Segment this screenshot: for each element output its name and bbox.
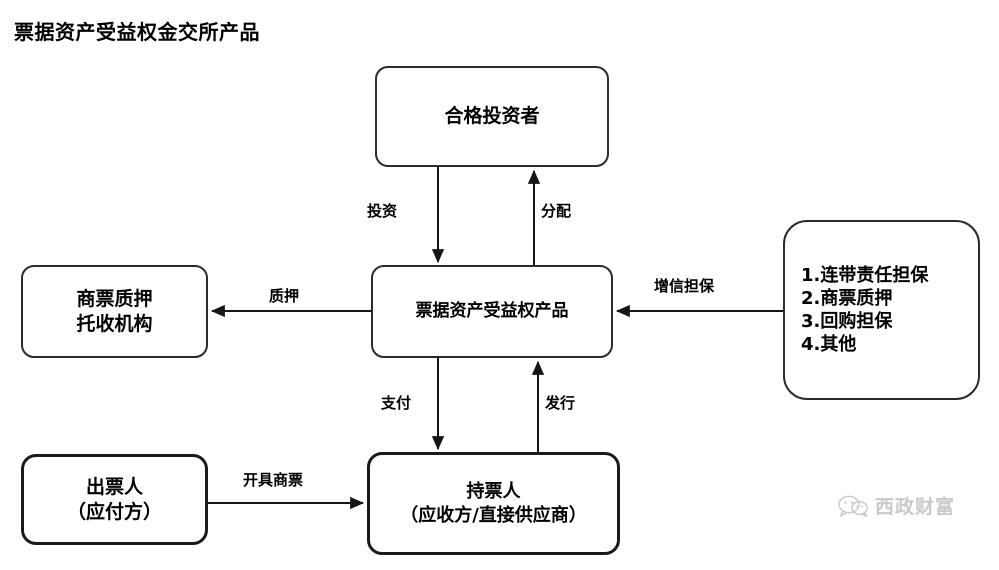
credit-item-2: 2.商票质押 (801, 287, 893, 309)
wechat-bubbles-icon (838, 495, 868, 517)
node-label-line2: （应付方） (66, 500, 162, 523)
node-bill-asset-beneficial-right-product[interactable]: 票据资产受益权产品 (371, 265, 613, 358)
credit-item-1: 1.连带责任担保 (801, 264, 929, 286)
edge-label-draw-bill: 开具商票 (243, 471, 304, 489)
node-bill-drawer[interactable]: 出票人 （应付方） (21, 454, 208, 545)
node-label-line1: 商票质押 (76, 288, 153, 311)
watermark: 西政财富 (838, 492, 955, 519)
node-label-line1: 出票人 (85, 476, 143, 499)
watermark-text: 西政财富 (875, 496, 956, 518)
edge-label-distribute: 分配 (541, 202, 572, 220)
edge-label-issue: 发行 (545, 394, 576, 412)
edge-label-credit-enhancement: 增信担保 (654, 277, 715, 295)
credit-item-3: 3.回购担保 (801, 311, 893, 332)
node-bill-pledge-collection-agency[interactable]: 商票质押 托收机构 (21, 265, 208, 358)
edge-label-pay: 支付 (381, 394, 412, 412)
node-label: 票据资产受益权产品 (415, 300, 569, 321)
credit-item-4: 4.其他 (801, 334, 857, 356)
node-label-line1: 持票人 (466, 481, 521, 503)
node-label: 合格投资者 (444, 105, 540, 128)
node-qualified-investor[interactable]: 合格投资者 (375, 66, 609, 167)
node-label-line2: （应收方/直接供应商） (400, 504, 587, 526)
edge-label-pledge: 质押 (269, 287, 300, 305)
node-bill-holder[interactable]: 持票人 （应收方/直接供应商） (367, 452, 620, 555)
node-credit-enhancement-measures[interactable]: 1.连带责任担保 2.商票质押 3.回购担保 4.其他 (783, 220, 980, 400)
node-label-line2: 托收机构 (76, 312, 153, 335)
page-title: 票据资产受益权金交所产品 (14, 20, 260, 44)
edge-label-invest: 投资 (367, 202, 398, 220)
